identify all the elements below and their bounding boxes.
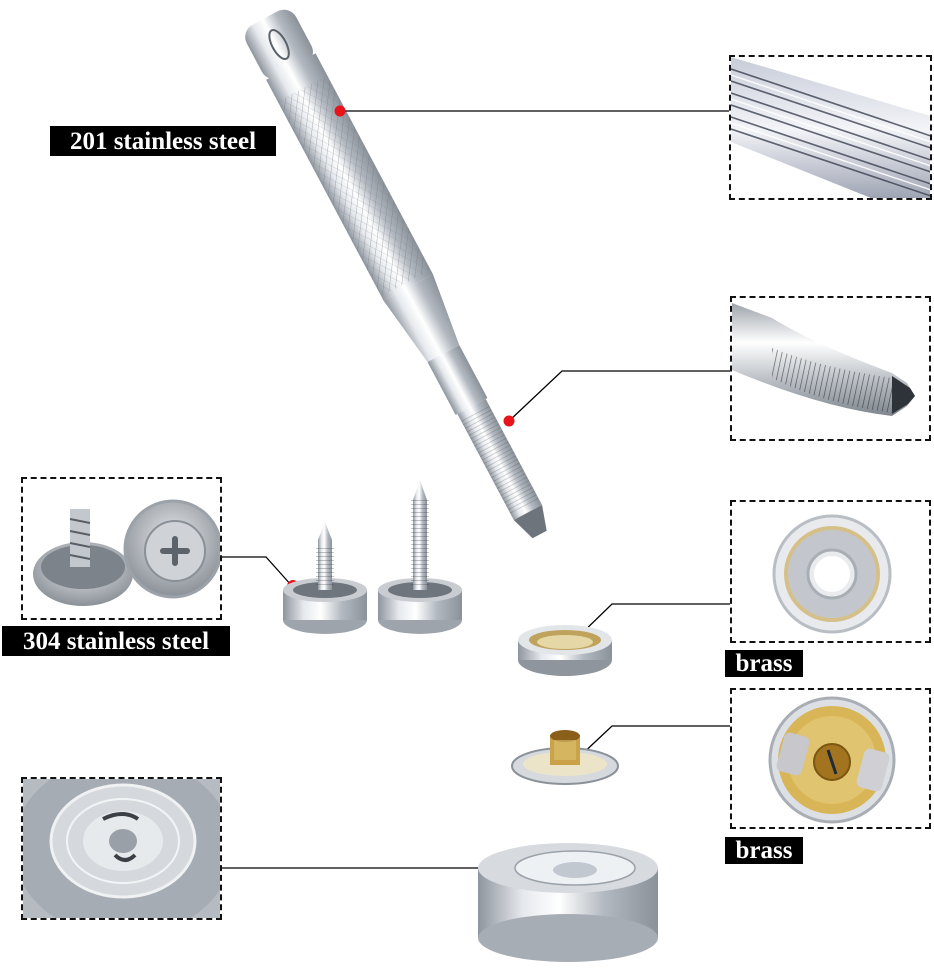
anvil-closeup-image [23, 779, 220, 918]
label-text: brass [735, 837, 793, 864]
label-201-stainless-steel: 201 stainless steel [50, 126, 276, 156]
socket-top-image [772, 514, 892, 634]
detail-knurled-grip [729, 55, 932, 200]
label-text: brass [735, 650, 793, 677]
detail-anvil-top [21, 777, 222, 920]
detail-punch-tip [730, 296, 931, 441]
snap-stud [511, 730, 619, 785]
label-brass-socket: brass [725, 650, 803, 677]
detail-socket-top [730, 500, 931, 643]
stud-underside-image [768, 696, 896, 824]
screw-studs-closeup-image [33, 499, 220, 606]
label-brass-stud: brass [725, 837, 803, 864]
label-text: 201 stainless steel [69, 127, 257, 155]
screw-stud-tall [378, 480, 462, 634]
screw-stud-short [283, 522, 367, 634]
detail-screw-studs [21, 477, 222, 620]
label-text: 304 stainless steel [22, 627, 210, 655]
snap-socket [518, 625, 612, 676]
anvil-base [478, 843, 658, 962]
knurl-closeup-image [731, 57, 930, 198]
label-304-stainless-steel: 304 stainless steel [2, 626, 230, 656]
detail-stud-underside [730, 688, 931, 829]
tip-closeup-image [732, 303, 915, 416]
